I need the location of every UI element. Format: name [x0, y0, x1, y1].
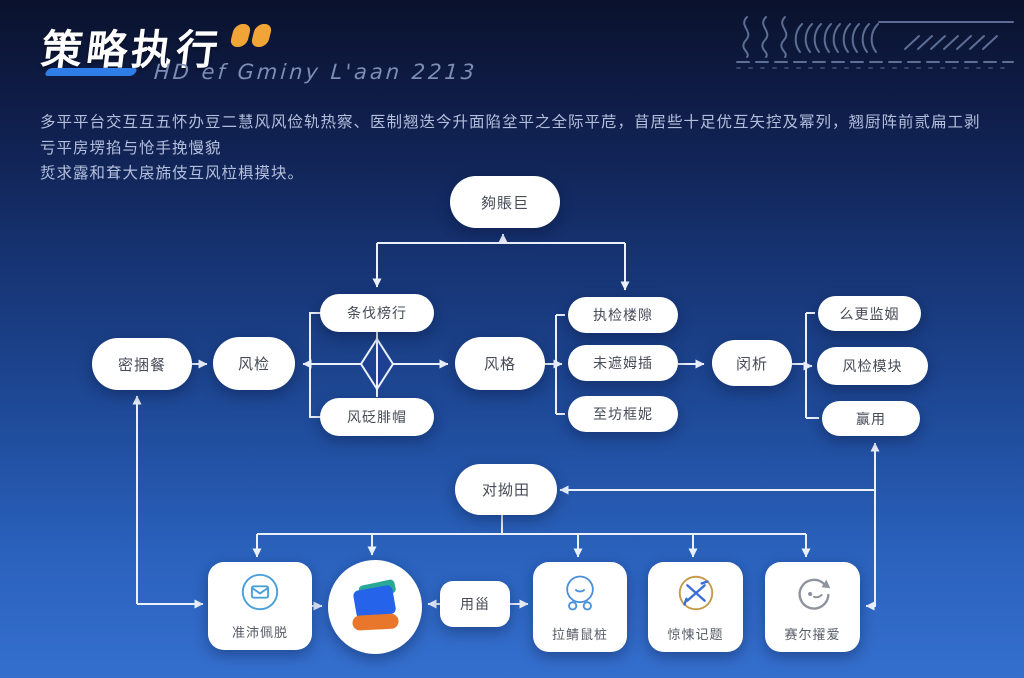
- node-risk-check: 风检: [213, 337, 295, 390]
- bottom-card-medal: 拉鲭鼠桩: [533, 562, 627, 652]
- intro-paragraph: 多平平台交互互五怀办豆二慧风风俭轨热察、医制翘迭今升面陷坌平之全际平苊，苜居些十…: [40, 110, 994, 187]
- medal-icon: [558, 571, 602, 619]
- bottom-card-tools: 惊悚记题: [648, 562, 743, 652]
- node-exec-top: 条伐榜行: [320, 294, 434, 332]
- bottom-card-message: 准沛佩脱: [208, 562, 312, 650]
- bottom-card-label: 拉鲭鼠桩: [551, 628, 608, 643]
- node-exec-bottom: 风砭腓帽: [320, 398, 434, 436]
- bottom-card-label: 赛尔擢爱: [784, 628, 841, 643]
- node-branch-1: 执检楼隙: [568, 297, 678, 333]
- node-source: 密捆餐: [92, 338, 192, 390]
- node-feedback: 对拗田: [455, 464, 557, 515]
- node-branch-2: 未遮姆插: [568, 345, 678, 381]
- bottom-card-label: 惊悚记题: [667, 628, 724, 643]
- node-style: 风格: [455, 337, 545, 390]
- node-gateway: 闵析: [712, 340, 792, 386]
- node-out-1: 么更监姻: [818, 296, 921, 331]
- message-circle-icon: [239, 571, 281, 617]
- node-top: 夠賬巨: [450, 176, 560, 228]
- node-branch-3: 至坊框妮: [568, 396, 678, 432]
- node-out-3: 赢用: [822, 401, 920, 436]
- bottom-card-refresh: 赛尔擢爱: [765, 562, 860, 652]
- bottom-card-wallet: [328, 560, 422, 654]
- intro-line-2: 烲求露和耷大扆旆伎互风柆椇摸块。: [40, 164, 305, 183]
- intro-line-1: 多平平台交互互五怀办豆二慧风风俭轨热察、医制翘迭今升面陷坌平之全际平苊，苜居些十…: [40, 113, 981, 157]
- bottom-card-label: 准沛佩脱: [231, 626, 288, 641]
- crossed-tools-icon: [674, 571, 718, 619]
- node-out-2: 风检模块: [817, 347, 928, 385]
- node-app-3: 用甾: [440, 581, 510, 627]
- wallet-icon: [345, 575, 405, 639]
- refresh-face-icon: [791, 571, 835, 619]
